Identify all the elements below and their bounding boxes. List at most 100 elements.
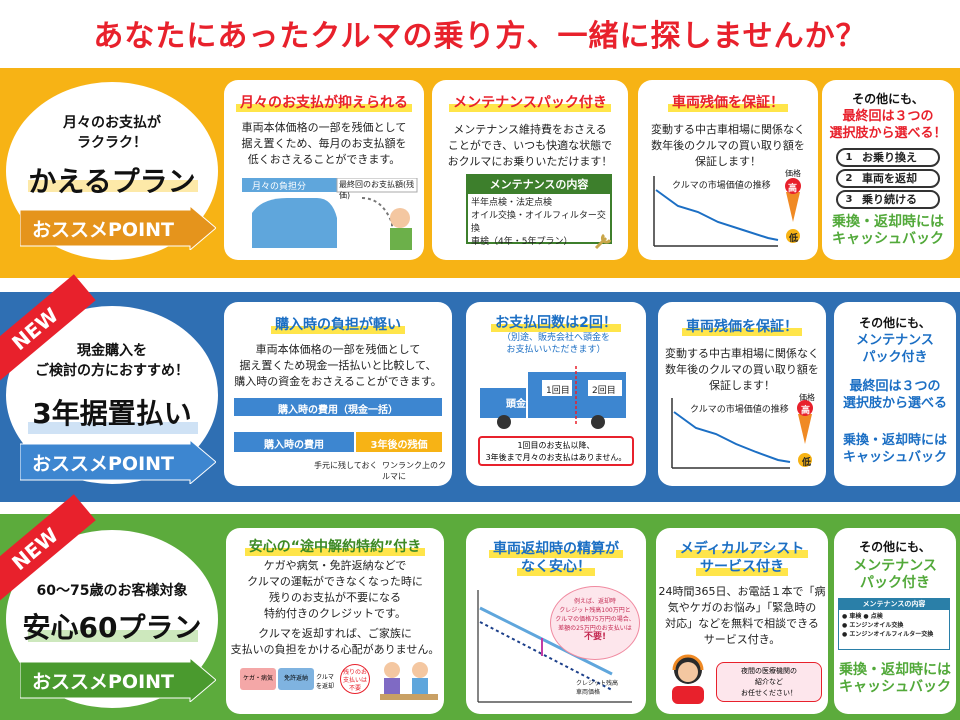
bar-purchase-label: 購入時の費用 <box>264 440 324 451</box>
plan1-card-residual: 車両残価を保証！ 変動する中古車相場に関係なく数年後のクルマの買い取り額を保証し… <box>638 80 818 260</box>
card-title: 車両残価を保証！ <box>638 92 818 112</box>
arrow-shape <box>20 440 216 484</box>
legend-credit: クレジット残高 <box>576 680 619 687</box>
first-payment-label: 1回目 <box>546 386 570 396</box>
icon-return-car: クルマを返却 <box>315 674 334 690</box>
price-label: 価格 <box>799 393 815 402</box>
icon-injury: ケガ・病気 <box>240 668 276 690</box>
plan2-point-label: おススメPOINT <box>32 453 175 475</box>
card-note: （別途、販売会社へ頭金をお支払いいただきます） <box>501 333 610 355</box>
maintenance-box: メンテナンスの内容 半年点検・法定点検オイル交換・オイルフィルター交換車検（4年… <box>466 174 612 247</box>
card-title-2: サービス付き <box>656 556 828 576</box>
plan1-point-label: おススメPOINT <box>32 219 175 241</box>
maintenance-box-title: メンテナンスの内容 <box>468 176 610 194</box>
card-text: ケガや病気・免許返納などでクルマの運転ができなくなった時に残りのお支払が不要にな… <box>230 559 440 656</box>
card-title: 安心の“途中解約特約”付き <box>226 536 444 556</box>
settlement-chart <box>477 590 632 703</box>
wrench-icon <box>594 233 612 250</box>
side-intro: その他にも、 <box>852 92 924 106</box>
market-value-chart <box>653 176 801 247</box>
bar-residual-label: 3年後の残価 <box>370 440 428 451</box>
icon-license: 免許返納 <box>278 668 314 690</box>
side-green-1: 乗換・返却時には <box>832 214 944 230</box>
plan2-card-light-burden: 購入時の負担が軽い 車両本体価格の一部を残価として据え置くため現金一括払いと比較… <box>224 302 452 486</box>
bar-residual <box>356 432 442 452</box>
note-keep: 手元に残しておく <box>314 461 378 470</box>
plan3-underline <box>28 630 198 642</box>
card-text: 変動する中古車相場に関係なく数年後のクルマの買い取り額を保証します！ <box>665 347 819 392</box>
plan1-card-low-payment: 月々のお支払が抑えられる 車両本体価格の一部を残価として据え置くため、毎月のお支… <box>224 80 424 260</box>
night-service-bubble: 夜間の医療機関の紹介などお任せください！ <box>716 662 822 702</box>
card-title: 購入時の負担が軽い <box>224 314 452 334</box>
card-text: メンテナンス維持費をおさえることができ、いつも快適な状態でおクルマにお乗りいただ… <box>447 123 613 168</box>
side-blue-5: 乗換・返却時には <box>842 433 947 448</box>
page-title: あなたにあったクルマの乗り方、一緒に探しませんか？ <box>93 19 867 54</box>
card-title: 車両残価を保証！ <box>658 316 826 336</box>
plan3-subtitle-1: 60～75歳のお客様対象 <box>36 583 188 599</box>
down-payment-label: 頭金 <box>506 399 526 410</box>
side-blue-2: パック付き <box>862 350 928 365</box>
card-text: 車両本体価格の一部を残価として据え置くため、毎月のお支払額を低くおさえることがで… <box>241 121 407 166</box>
high-label: 高 <box>788 184 798 194</box>
card-title: お支払回数は2回！ <box>466 312 646 332</box>
final-label: 最終回のお支払額(残価) <box>339 180 415 200</box>
side-blue-4: 選択肢から選べる <box>842 396 947 411</box>
card-title-1: メディカルアシスト <box>656 538 828 558</box>
plan1-subtitle-1: 月々のお支払が <box>63 115 161 131</box>
plan2-side-card: その他にも、 メンテナンス パック付き 最終回は３つの 選択肢から選べる 乗換・… <box>834 302 956 486</box>
plan2-name: 3年据置払い <box>32 397 192 430</box>
plan3-point-arrow[interactable]: おススメPOINT <box>20 658 216 702</box>
side-green-1: メンテナンス <box>853 558 937 574</box>
icon-no-payment: 残りのお支払いは不要 <box>340 664 370 694</box>
card-title-1: 車両返却時の精算が <box>466 538 646 558</box>
card-text: 車両本体価格の一部を残価として据え置くため現金一括払いと比較して、購入時の資金を… <box>234 343 442 388</box>
example-bubble: 例えば、返却時クレジット残高100万円とクルマの価格75万円の場合、差額の25万… <box>550 586 640 660</box>
card-title: 月々のお支払が抑えられる <box>224 92 424 112</box>
truck-illustration <box>480 366 626 429</box>
market-value-label: クルマの市場価値の推移 <box>672 181 771 191</box>
plan1-card-maintenance: メンテナンスパック付き メンテナンス維持費をおさえることができ、いつも快適な状態… <box>432 80 628 260</box>
payment-note-box: 1回目のお支払以降、3年後まで月々のお支払はありません。 <box>478 436 634 466</box>
plan1-subtitle-2: ラクラク！ <box>77 135 147 151</box>
bar-cash <box>234 398 442 416</box>
side-green-2: キャッシュバック <box>832 231 944 247</box>
plan3-side-card: その他にも、 メンテナンス パック付き メンテナンスの内容 ● 車検 ● 点検 … <box>834 528 956 714</box>
side-green-3: 乗換・返却時には <box>839 662 951 678</box>
low-label: 低 <box>789 234 799 244</box>
maintenance-box-title: メンテナンスの内容 <box>839 599 949 610</box>
low-label: 低 <box>802 458 812 468</box>
card-text: 24時間365日、お電話１本で「病気やケガのお悩み」「緊急時の対応」などを無料で… <box>658 585 826 646</box>
card-text: 変動する中古車相場に関係なく数年後のクルマの買い取り額を保証します！ <box>651 123 805 168</box>
plan2-point-arrow[interactable]: おススメPOINT <box>20 440 216 484</box>
price-label: 価格 <box>785 169 801 178</box>
plan2-subtitle-1: 現金購入を <box>77 343 147 359</box>
plan1-name: かえるプラン <box>28 165 196 198</box>
plan3-card-cancel-clause: 安心の“途中解約特約”付き ケガや病気・免許返納などでクルマの運転ができなくなっ… <box>226 528 444 714</box>
maintenance-box: メンテナンスの内容 ● 車検 ● 点検 ● エンジンオイル交換 ● エンジンオイ… <box>838 598 950 650</box>
second-payment-label: 2回目 <box>592 386 616 396</box>
maintenance-box-items: ● 車検 ● 点検 ● エンジンオイル交換 ● エンジンオイルフィルター交換 <box>842 613 934 638</box>
market-value-chart <box>671 398 813 469</box>
card-title: メンテナンスパック付き <box>432 92 628 112</box>
legend-vehicle: 車両価格 <box>576 689 601 696</box>
arrow-shape <box>20 658 216 702</box>
plan2-card-two-payments: お支払回数は2回！ （別途、販売会社へ頭金をお支払いいただきます） 1回目 2回… <box>466 302 646 486</box>
side-red-2: 選択肢から選べる！ <box>829 126 947 141</box>
plan2-subtitle-2: ご検討の方におすすめ！ <box>35 363 189 379</box>
plan3-name: 安心60プラン <box>22 611 202 644</box>
bar-purchase <box>234 432 354 452</box>
plan1-point-arrow[interactable]: おススメPOINT <box>20 206 216 250</box>
maintenance-box-items: 半年点検・法定点検オイル交換・オイルフィルター交換車検（4年・5年プラン） <box>471 198 606 247</box>
side-blue-1: メンテナンス <box>856 333 934 348</box>
plan1-underline <box>28 180 198 192</box>
bar-cash-label: 購入時の費用（現金一括） <box>278 405 398 416</box>
side-green-4: キャッシュバック <box>839 679 951 695</box>
side-blue-6: キャッシュバック <box>842 450 947 465</box>
high-label: 高 <box>801 406 811 416</box>
monthly-label: 月々の負担分 <box>252 182 307 192</box>
side-intro: その他にも、 <box>859 316 931 330</box>
